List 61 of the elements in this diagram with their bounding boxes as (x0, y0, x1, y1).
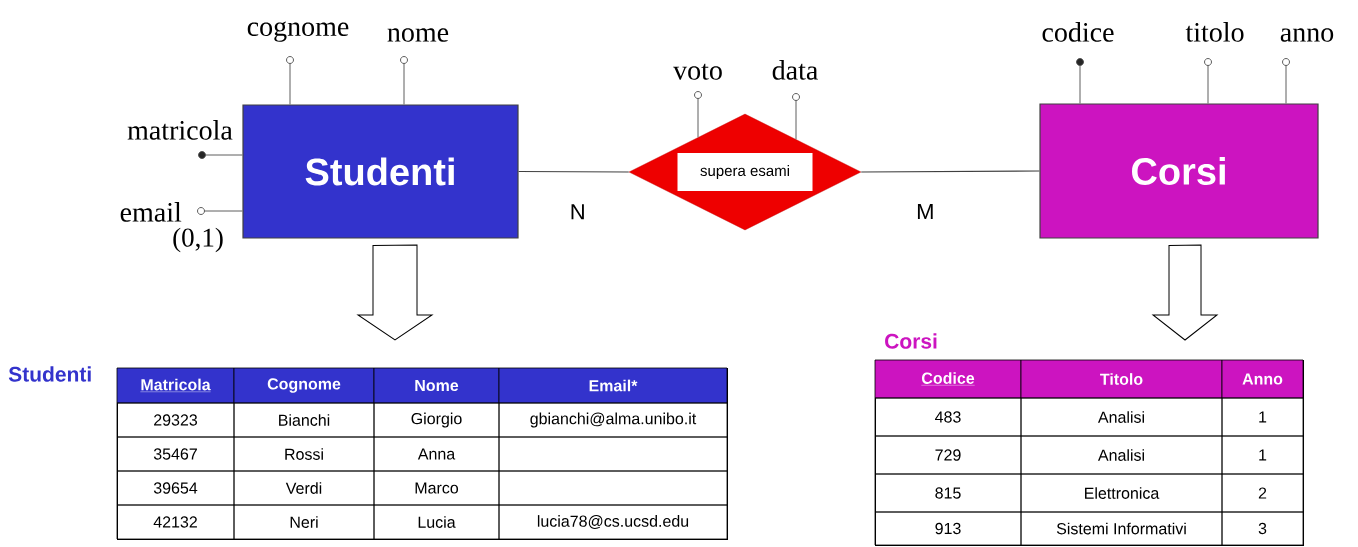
table-cell: Email* (498, 367, 728, 404)
table-title: Corsi (885, 333, 937, 349)
entity-box: Studenti (242, 104, 519, 239)
attribute-label: matricola (127, 120, 233, 140)
table-cell: 913 (874, 511, 1022, 546)
table-cell: gbianchi@alma.unibo.it (498, 402, 728, 438)
table-cell: Nome (373, 367, 500, 404)
table-cell: Codice (874, 359, 1022, 399)
attribute-label: anno (1280, 28, 1334, 42)
attribute-label: data (772, 60, 818, 80)
table-cell: 815 (874, 473, 1022, 513)
table-cell: Bianchi (233, 402, 375, 438)
table-cell: Lucia (373, 504, 500, 540)
attribute-label: voto (673, 63, 722, 80)
table-cell: 39654 (116, 470, 235, 506)
cardinality-label: (0,1) (173, 227, 223, 253)
table-cell: Analisi (1020, 435, 1223, 475)
attribute-label: email (120, 202, 182, 222)
table-cell: Rossi (233, 436, 375, 472)
entity-box: Corsi (1039, 103, 1319, 239)
attribute-line (289, 63, 291, 105)
table-cell: 35467 (116, 436, 235, 472)
table-cell: 3 (1221, 511, 1304, 546)
table-cell: Matricola (116, 367, 235, 404)
table-cell: 1 (1221, 397, 1304, 437)
table-cell: Sistemi Informativi (1020, 511, 1223, 546)
table-cell: 729 (874, 435, 1022, 475)
connector-line (860, 170, 1040, 173)
attribute-label: cognome (247, 21, 349, 42)
attribute-label: codice (1042, 22, 1114, 42)
attribute-line (795, 100, 797, 140)
attribute-line (697, 98, 699, 138)
edge-label: M (915, 202, 936, 221)
table-cell: Neri (233, 504, 375, 540)
attribute-line (403, 63, 405, 105)
edge-label: N (568, 203, 587, 221)
table-title: Studenti (8, 366, 91, 382)
attribute-line (1207, 65, 1209, 104)
attribute-line (204, 210, 243, 212)
block-arrow (1152, 244, 1218, 341)
table-cell: Verdi (233, 470, 375, 506)
table-cell: 1 (1221, 435, 1304, 475)
table-cell: 2 (1221, 473, 1304, 513)
table-cell: 483 (874, 397, 1022, 437)
table-cell: lucia78@cs.ucsd.edu (498, 504, 728, 540)
table-cell: Marco (373, 470, 500, 506)
table-cell: Anno (1221, 359, 1304, 399)
attribute-line (1285, 65, 1287, 104)
attribute-label: titolo (1185, 22, 1244, 42)
table-cell: Giorgio (373, 402, 500, 438)
connector-line (518, 170, 630, 173)
table-cell: Anna (373, 436, 500, 472)
table-cell: Cognome (233, 367, 375, 404)
block-arrow (357, 244, 433, 341)
table-cell: Elettronica (1020, 473, 1223, 513)
attribute-line (1079, 65, 1081, 104)
attribute-label: nome (387, 28, 449, 42)
table-cell: Analisi (1020, 397, 1223, 437)
table-cell: 42132 (116, 504, 235, 540)
table-cell: 29323 (116, 402, 235, 438)
attribute-line (205, 154, 243, 156)
